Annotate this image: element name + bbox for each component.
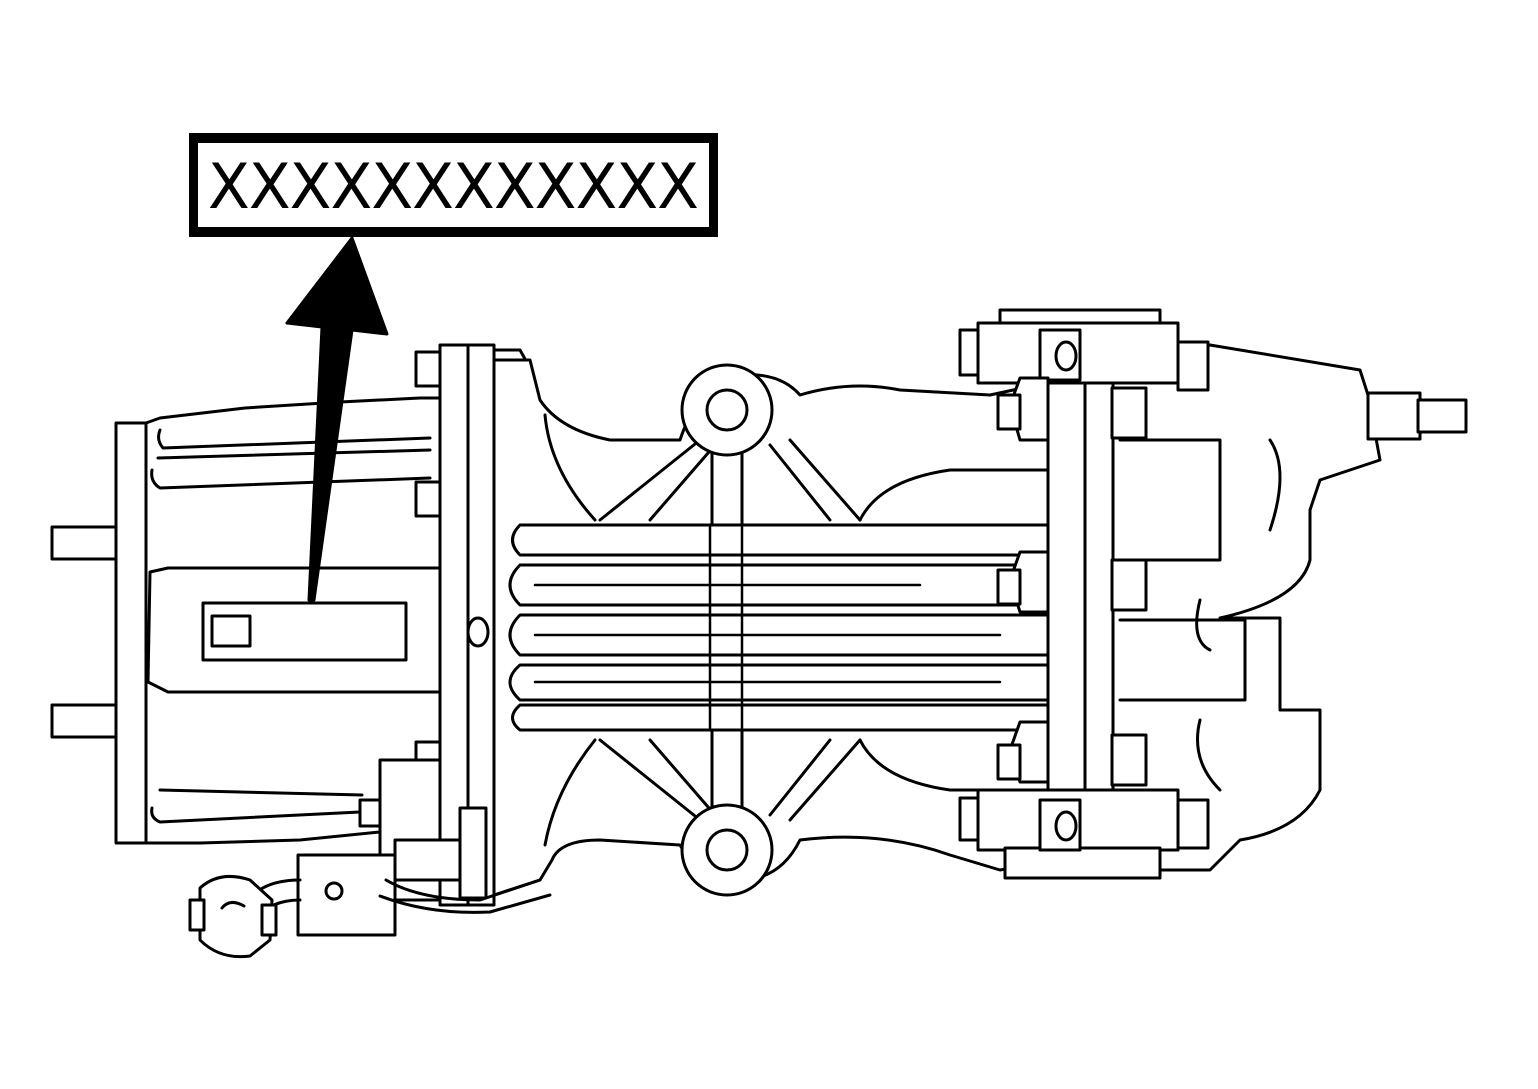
input-flange (50, 421, 148, 845)
output-shaft (1366, 391, 1468, 441)
left-housing (144, 396, 447, 845)
sensor-harness (188, 758, 552, 959)
right-bolt-plate (958, 308, 1210, 880)
mounting-lugs (680, 363, 774, 897)
shaft-bars (508, 523, 1062, 732)
callout-arrow (285, 236, 389, 602)
label-code-text: XXXXXXXXXXXX (208, 150, 698, 223)
identification-label: XXXXXXXXXXXX (189, 133, 718, 237)
